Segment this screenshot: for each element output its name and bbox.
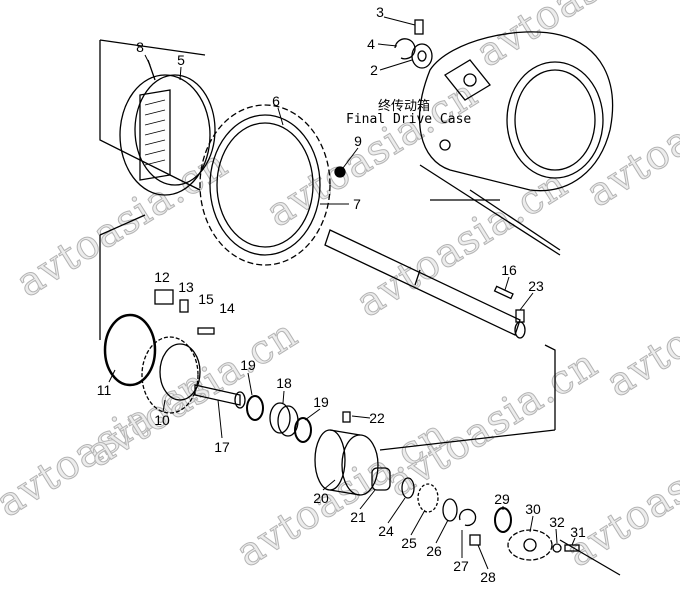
part-label: 29: [494, 491, 510, 507]
gear-part-10: [141, 289, 215, 414]
part-label: 13: [178, 279, 194, 295]
part-label: 24: [378, 523, 394, 539]
final-drive-case: [418, 31, 614, 192]
part-label: 21: [350, 509, 366, 525]
carrier-part-20: [314, 411, 379, 496]
part-label: 20: [313, 490, 329, 506]
part-label: 22: [369, 410, 385, 426]
frame-lines: [99, 39, 621, 576]
part-label: 19: [240, 357, 256, 373]
rings-18-19: [246, 395, 312, 443]
part-label: 12: [154, 269, 170, 285]
shaft: [324, 229, 526, 339]
part-label: 25: [401, 535, 417, 551]
part-label: 32: [549, 514, 565, 530]
part-label: 9: [354, 133, 362, 149]
part-label: 10: [154, 412, 170, 428]
caption-chinese: 终传动箱: [378, 99, 431, 114]
parts-2-3-4: [394, 19, 433, 69]
part-label: 7: [353, 196, 361, 212]
part-label: 2: [370, 62, 378, 78]
caption-english: Final Drive Case: [346, 112, 472, 127]
part-label: 28: [480, 569, 496, 585]
part-label: 17: [214, 439, 230, 455]
part-label: 3: [376, 4, 384, 20]
sprocket-part-6: [199, 104, 346, 266]
leader-lines: [108, 16, 576, 570]
part-label: 30: [525, 501, 541, 517]
part-label: 11: [96, 382, 112, 398]
part-label: 6: [272, 93, 280, 109]
part-label: 4: [367, 36, 375, 52]
part-label: 8: [136, 39, 144, 55]
part-label: 18: [276, 375, 292, 391]
part-label: 16: [501, 262, 517, 278]
part-label: 26: [426, 543, 442, 559]
hub-part-5: [119, 59, 216, 196]
tube-part-17: [194, 384, 246, 409]
part-label: 5: [177, 52, 185, 68]
part-label: 15: [198, 291, 214, 307]
part-label: 19: [313, 394, 329, 410]
part-label: 23: [528, 278, 544, 294]
part-label: 14: [219, 300, 235, 316]
part-label: 27: [453, 558, 469, 574]
part-label: 31: [570, 524, 586, 540]
ring-part-11: [103, 313, 157, 387]
